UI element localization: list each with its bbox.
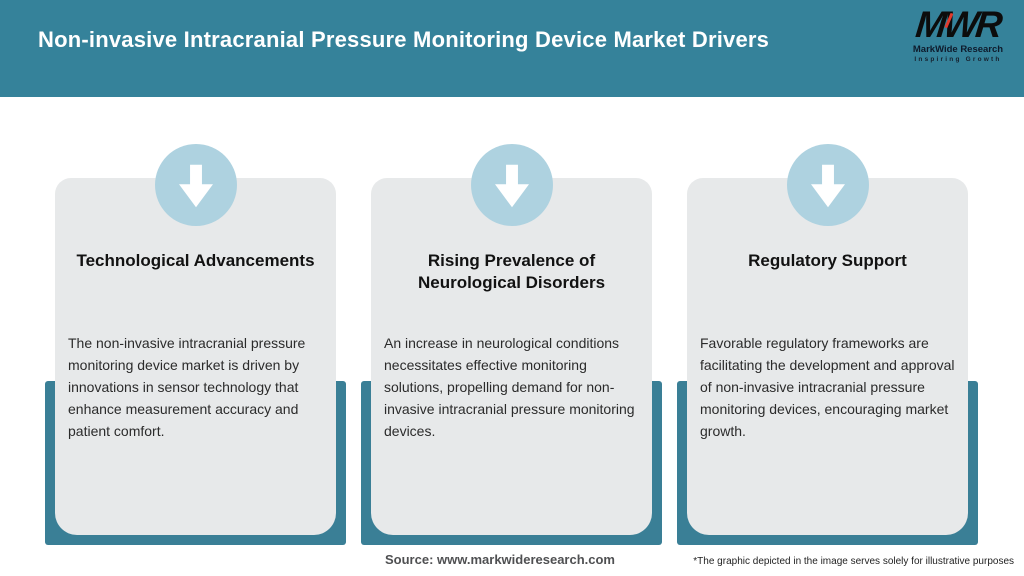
card-body-text: Favorable regulatory frameworks are faci… xyxy=(700,335,955,439)
brand-logo: MWR MarkWide Research Inspiring Growth xyxy=(908,4,1008,63)
logo-company-name: MarkWide Research xyxy=(912,44,1004,55)
card-body-text: An increase in neurological conditions n… xyxy=(384,335,635,439)
logo-monogram: MWR xyxy=(914,4,1002,45)
card-title: Regulatory Support xyxy=(748,251,907,270)
down-arrow-icon xyxy=(786,144,869,226)
down-arrow-icon xyxy=(470,144,553,226)
down-arrow-icon xyxy=(154,144,237,226)
card-title: Rising Prevalence of Neurological Disord… xyxy=(417,251,606,293)
driver-card-rising-prevalence: Rising Prevalence of Neurological Disord… xyxy=(371,144,652,535)
card-title: Technological Advancements xyxy=(76,251,315,270)
header-band: Non-invasive Intracranial Pressure Monit… xyxy=(0,0,1024,97)
logo-tagline: Inspiring Growth xyxy=(914,56,1002,63)
driver-card-technological-advancements: Technological Advancements The non-invas… xyxy=(55,144,336,535)
card-body-text: The non-invasive intracranial pressure m… xyxy=(68,335,306,439)
page-title: Non-invasive Intracranial Pressure Monit… xyxy=(38,27,770,52)
disclaimer-note: *The graphic depicted in the image serve… xyxy=(693,556,1014,567)
driver-card-regulatory-support: Regulatory Support Favorable regulatory … xyxy=(687,144,968,535)
logo-monogram-text: MWR xyxy=(914,4,1002,45)
source-attribution: Source: www.markwideresearch.com xyxy=(384,552,616,567)
